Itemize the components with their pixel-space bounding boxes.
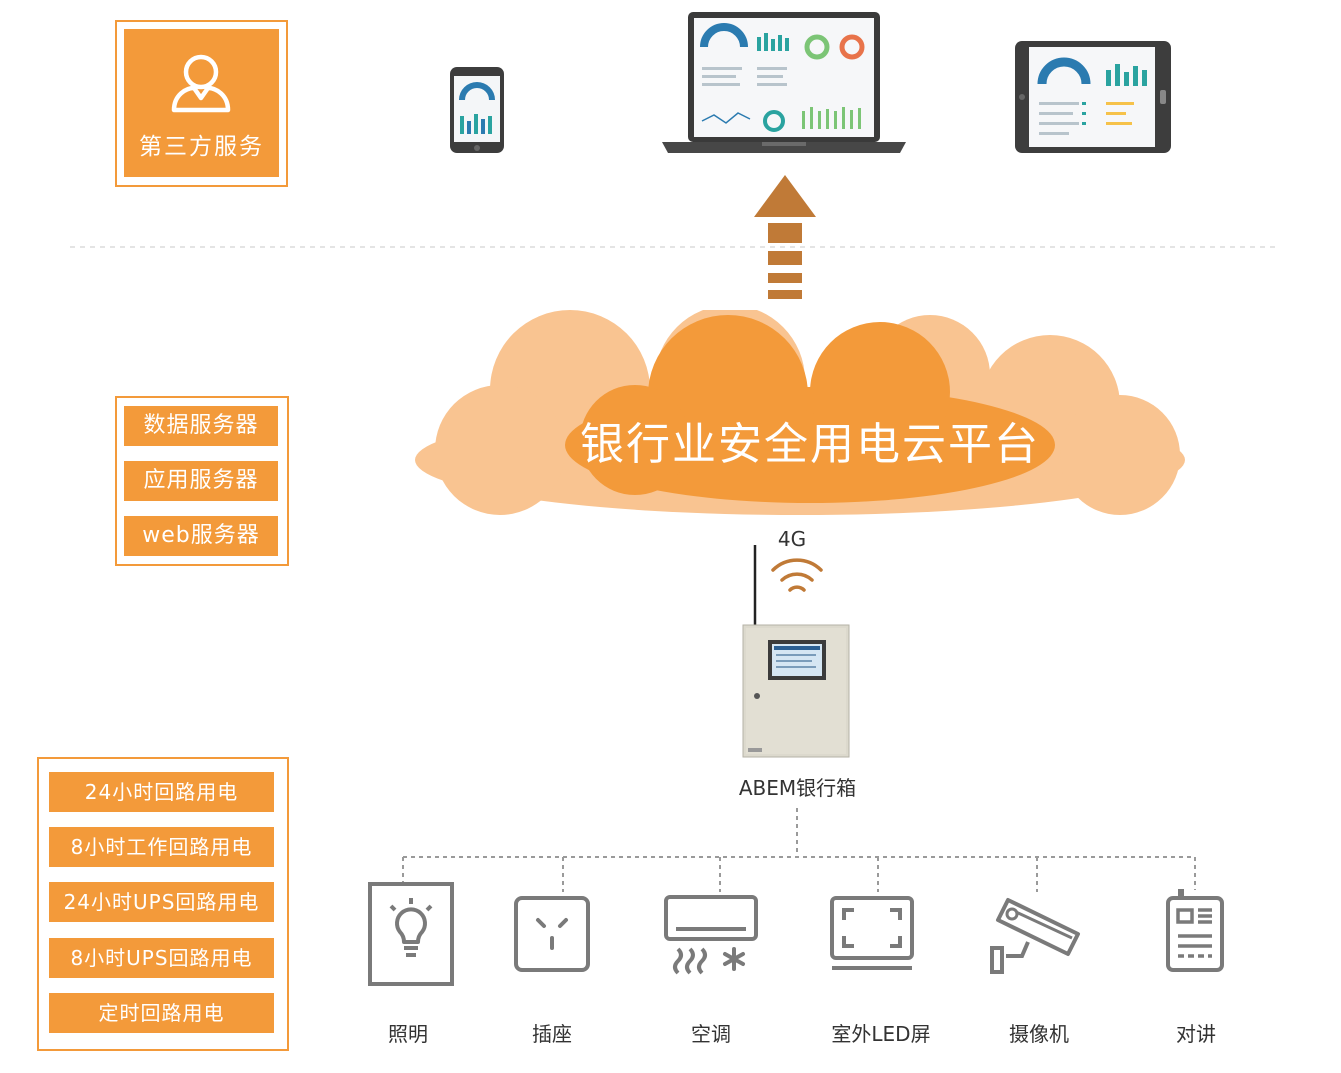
circuit-frame xyxy=(37,757,289,1051)
device-label-camera: 摄像机 xyxy=(1009,1022,1069,1046)
air-conditioner-icon[interactable] xyxy=(664,895,758,975)
cabinet-label: ABEM银行箱 xyxy=(738,776,857,800)
intercom-icon[interactable] xyxy=(1166,888,1224,974)
web-server-button[interactable]: web服务器 xyxy=(124,516,278,556)
camera-icon[interactable] xyxy=(988,892,1082,976)
device-label-socket: 插座 xyxy=(532,1022,572,1046)
led-screen-icon[interactable] xyxy=(830,896,914,974)
light-bulb-icon[interactable] xyxy=(368,882,454,986)
wifi-icon xyxy=(771,558,823,592)
third-party-box[interactable]: 第三方服务 xyxy=(124,29,279,177)
laptop-device xyxy=(662,12,906,153)
device-label-lighting: 照明 xyxy=(388,1022,428,1046)
separator-line xyxy=(70,246,1275,248)
circuit-24h-ups-button[interactable]: 24小时UPS回路用电 xyxy=(49,882,274,922)
circuit-timer-button[interactable]: 定时回路用电 xyxy=(49,993,274,1033)
phone-device xyxy=(450,67,504,153)
cloud-shape xyxy=(415,310,1185,515)
user-icon xyxy=(171,54,231,113)
network-label: 4G xyxy=(777,527,807,551)
socket-icon[interactable] xyxy=(514,896,590,972)
app-server-button[interactable]: 应用服务器 xyxy=(124,461,278,501)
device-label-intercom: 对讲 xyxy=(1176,1022,1216,1046)
antenna xyxy=(753,545,757,627)
abem-cabinet xyxy=(742,624,850,758)
distribution-lines xyxy=(402,808,1196,892)
circuit-24h-button[interactable]: 24小时回路用电 xyxy=(49,772,274,812)
device-label-ac: 空调 xyxy=(691,1022,731,1046)
tablet-device xyxy=(1015,41,1171,153)
data-server-button[interactable]: 数据服务器 xyxy=(124,406,278,446)
device-label-led: 室外LED屏 xyxy=(831,1022,931,1046)
server-frame xyxy=(115,396,289,566)
third-party-label: 第三方服务 xyxy=(139,134,264,160)
circuit-8h-ups-button[interactable]: 8小时UPS回路用电 xyxy=(49,938,274,978)
third-party-frame xyxy=(115,20,288,187)
cloud-platform-title: 银行业安全用电云平台 xyxy=(580,419,1040,470)
circuit-8h-work-button[interactable]: 8小时工作回路用电 xyxy=(49,827,274,867)
upload-arrow-icon xyxy=(754,175,816,299)
